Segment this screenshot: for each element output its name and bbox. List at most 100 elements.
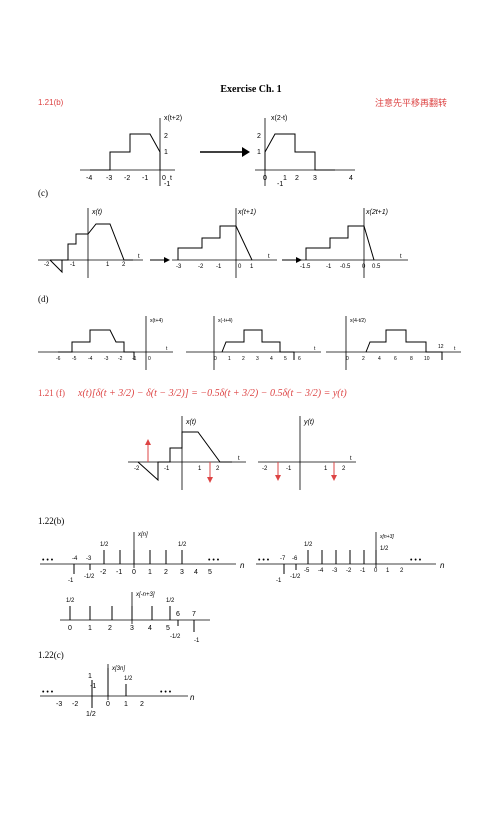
tick: -2 bbox=[134, 466, 140, 472]
graph-label: x[n] bbox=[137, 532, 148, 538]
tick: 4 bbox=[148, 625, 152, 632]
tick: 4 bbox=[194, 569, 198, 576]
value: 1/2 bbox=[166, 598, 175, 604]
graph-n2: • • • • • • x[n+3] 1/2 1/2 -1/2 -1 -7 -6… bbox=[256, 532, 445, 584]
tick: 2 bbox=[122, 262, 126, 268]
tick: -4 bbox=[72, 556, 78, 562]
value: -1 bbox=[68, 578, 74, 584]
tick: 0 bbox=[106, 701, 110, 708]
value: 1/2 bbox=[304, 542, 313, 548]
tick: 3 bbox=[313, 175, 317, 182]
graph-label: x(2-t) bbox=[271, 115, 287, 122]
value: 1/2 bbox=[86, 711, 96, 718]
tick: t bbox=[454, 346, 456, 352]
graph-c2: x(t+1) -3 -2 -1 0 1 t bbox=[172, 208, 277, 278]
ytick: 1 bbox=[164, 149, 168, 156]
tick: -2 bbox=[262, 466, 268, 472]
tick: -2 bbox=[72, 701, 78, 708]
value: -1/2 bbox=[170, 634, 181, 640]
tick: 1 bbox=[228, 356, 231, 362]
tick: -3 bbox=[56, 701, 62, 708]
tick: -4 bbox=[318, 568, 324, 574]
tick: 6 bbox=[298, 356, 301, 362]
tick: 12 bbox=[438, 344, 444, 350]
tick: 2 bbox=[400, 568, 404, 574]
tick: 2 bbox=[216, 466, 220, 472]
tick: n bbox=[440, 561, 445, 570]
tick: n bbox=[240, 561, 245, 570]
tick: -6 bbox=[56, 356, 61, 362]
section-1-22c: 1.22(c) bbox=[38, 650, 64, 660]
tick: -5 bbox=[72, 356, 77, 362]
tick: -2 bbox=[346, 568, 352, 574]
tick: 0 bbox=[362, 264, 366, 270]
dots: • • • bbox=[208, 557, 220, 564]
value: -1/2 bbox=[84, 574, 95, 580]
dots: • • • bbox=[42, 557, 54, 564]
tick: -1 bbox=[132, 356, 137, 362]
tick: n bbox=[190, 693, 195, 702]
tick: -6 bbox=[292, 556, 298, 562]
tick: 0 bbox=[263, 175, 267, 182]
tick: -2 bbox=[124, 175, 130, 182]
tick: 0 bbox=[132, 569, 136, 576]
tick: 5 bbox=[284, 356, 287, 362]
dots: • • • bbox=[258, 557, 270, 564]
value: -1 bbox=[276, 578, 282, 584]
tick: t bbox=[268, 254, 270, 260]
tick: 2 bbox=[362, 356, 365, 362]
tick: -1 bbox=[90, 683, 96, 690]
tick: 0 bbox=[68, 625, 72, 632]
tick: 2 bbox=[295, 175, 299, 182]
tick: 0 bbox=[238, 264, 242, 270]
tick: t bbox=[170, 175, 172, 182]
tick: -1.5 bbox=[300, 264, 311, 270]
graph-label: x(-t+4) bbox=[218, 318, 233, 324]
tick: -3 bbox=[332, 568, 338, 574]
graph-c1: x(t) -2 -1 1 2 t bbox=[38, 208, 143, 278]
tick: 0 bbox=[214, 356, 217, 362]
tick: 8 bbox=[410, 356, 413, 362]
equation: x(t)[δ(t + 3/2) − δ(t − 3/2)] = −0.5δ(t … bbox=[78, 388, 347, 399]
tick: -1 bbox=[286, 466, 292, 472]
tick: 1 bbox=[283, 175, 287, 182]
tick: 10 bbox=[424, 356, 430, 362]
tick: 2 bbox=[108, 625, 112, 632]
tick: t bbox=[350, 456, 352, 462]
tick: 0 bbox=[374, 568, 378, 574]
tick: 0 bbox=[346, 356, 349, 362]
tick: 6 bbox=[394, 356, 397, 362]
tick: 1 bbox=[148, 569, 152, 576]
arrow-icon bbox=[200, 147, 250, 157]
graph-label: x[-n+3] bbox=[135, 592, 155, 598]
tick: 2 bbox=[164, 569, 168, 576]
tick: t bbox=[400, 254, 402, 260]
tick: 2 bbox=[140, 701, 144, 708]
tick: -2 bbox=[44, 262, 50, 268]
tick: -3 bbox=[176, 264, 182, 270]
ytick: 2 bbox=[257, 133, 261, 140]
graph-n3: x[-n+3] 1/2 1/2 -1/2 -1 0 1 2 3 4 5 6 7 bbox=[60, 592, 210, 644]
graph-label: x[3n] bbox=[111, 666, 125, 672]
tick: t bbox=[166, 346, 168, 352]
graph-b2: x(2-t) 0 1 2 3 4 2 1 -1 bbox=[255, 115, 355, 188]
tick: 3 bbox=[256, 356, 259, 362]
tick: 3 bbox=[130, 625, 134, 632]
tick: t bbox=[314, 346, 316, 352]
tick: t bbox=[238, 456, 240, 462]
tick: -1 bbox=[360, 568, 366, 574]
section-1-21b: 1.21(b) bbox=[38, 98, 64, 107]
ytick: -1 bbox=[164, 181, 170, 188]
tick: 3 bbox=[180, 569, 184, 576]
graph-f2: y(t) -2 -1 1 2 t bbox=[258, 416, 356, 490]
tick: 1 bbox=[250, 264, 254, 270]
tick: 7 bbox=[192, 611, 196, 618]
dots: • • • bbox=[42, 689, 54, 696]
tick: -1 bbox=[116, 569, 122, 576]
graph-c3: x(2t+1) -1.5 -1 -0.5 0 0.5 t bbox=[300, 208, 408, 278]
tick: 1 bbox=[88, 625, 92, 632]
value: 1/2 bbox=[380, 546, 389, 552]
tick: 6 bbox=[176, 611, 180, 618]
graph-label: x(t) bbox=[91, 209, 102, 216]
page-title: Exercise Ch. 1 bbox=[220, 84, 282, 95]
